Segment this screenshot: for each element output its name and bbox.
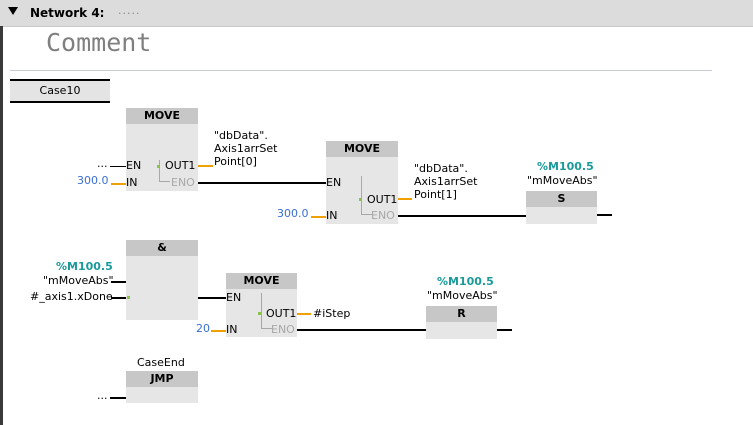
move-block-1-eno-connector: [159, 160, 170, 182]
move-block-2-in-value[interactable]: 300.0: [277, 207, 309, 220]
wire-move1-eno-to-move2-en: [198, 182, 326, 184]
move-block-1-out-tag-3[interactable]: Point[0]: [214, 155, 257, 168]
move-block-1-out1-pin: OUT1: [165, 159, 196, 172]
move-block-2-out1-pin: OUT1: [367, 193, 398, 206]
wire-and-in1: [111, 281, 126, 283]
and-input1-name[interactable]: "mMoveAbs": [43, 274, 114, 287]
move-block-2-eno-pin: ENO: [371, 209, 395, 222]
and-input2-name[interactable]: #_axis1.xDone: [30, 290, 113, 303]
wire-move3-in: [211, 330, 226, 332]
wire-move3-eno-to-reset: [297, 329, 426, 331]
move-block-3-out1-pin: OUT1: [266, 307, 297, 320]
move-block-1-in-pin: IN: [126, 176, 138, 189]
wire-move2-eno-to-set: [398, 215, 526, 217]
reset-coil-type: R: [426, 306, 497, 322]
wire-move3-out1: [297, 313, 311, 315]
set-coil-box[interactable]: S: [526, 191, 597, 224]
reset-coil-name[interactable]: "mMoveAbs": [427, 289, 498, 302]
move-block-3-en-pin: EN: [226, 291, 242, 304]
move-block-1-out-tag-1[interactable]: "dbData".: [214, 129, 268, 142]
move-block-1-out-tag-2[interactable]: Axis1arrSet: [214, 142, 278, 155]
and-block[interactable]: &: [126, 240, 198, 320]
reset-coil-address[interactable]: %M100.5: [437, 275, 494, 288]
move-block-3-eno-pin: ENO: [271, 323, 295, 336]
wire-move2-out1: [398, 198, 412, 200]
network-left-bar: [0, 26, 3, 425]
jump-label-case10[interactable]: Case10: [10, 79, 110, 103]
move-block-3-out-tag[interactable]: #iStep: [313, 307, 351, 320]
move-block-1-en-pin: EN: [126, 159, 142, 172]
move-block-1-title: MOVE: [126, 108, 198, 124]
comment-separator: [10, 70, 712, 71]
set-coil-type: S: [526, 191, 597, 207]
move-block-1-negation-dot: [157, 165, 160, 168]
wire-move1-en: [110, 166, 126, 167]
move-block-2-out-tag-1[interactable]: "dbData".: [414, 162, 468, 175]
move-block-1-in-value[interactable]: 300.0: [77, 174, 109, 187]
jmp-block[interactable]: JMP: [126, 371, 198, 403]
wire-move1-out1: [198, 165, 213, 167]
move-block-2-out-tag-2[interactable]: Axis1arrSet: [414, 175, 478, 188]
move-block-2-eno-connector: [361, 176, 372, 215]
wire-move1-in: [111, 183, 126, 185]
set-coil-name[interactable]: "mMoveAbs": [527, 174, 598, 187]
network-title: Network 4:: [30, 6, 105, 20]
move-block-3[interactable]: MOVE EN IN OUT1 ENO: [226, 273, 297, 337]
move-block-2-in-pin: IN: [326, 209, 338, 222]
move-block-3-in-pin: IN: [226, 323, 238, 336]
move-block-2[interactable]: MOVE EN IN OUT1 ENO: [326, 141, 398, 224]
move-block-2-negation-dot: [359, 198, 362, 201]
move-block-3-eno-connector: [261, 293, 272, 329]
move-block-3-in-value[interactable]: 20: [196, 322, 210, 335]
network-title-dots[interactable]: .....: [118, 4, 141, 17]
reset-coil-box[interactable]: R: [426, 306, 497, 339]
wire-reset-out: [497, 329, 512, 331]
move-block-3-title: MOVE: [226, 273, 297, 289]
wire-jmp-in: [110, 397, 126, 399]
network-header[interactable]: Network 4: .....: [0, 0, 753, 27]
and-input1-address[interactable]: %M100.5: [56, 260, 113, 273]
move-block-3-negation-dot: [258, 312, 261, 315]
move-block-1-eno-pin: ENO: [171, 176, 195, 189]
collapse-triangle-icon[interactable]: [8, 7, 18, 15]
wire-set-out: [597, 214, 612, 216]
jmp-target-label[interactable]: CaseEnd: [137, 356, 185, 369]
wire-move2-in: [311, 216, 326, 218]
move-block-2-title: MOVE: [326, 141, 398, 157]
move-block-1[interactable]: MOVE EN IN OUT1 ENO: [126, 108, 198, 191]
jmp-input[interactable]: ...: [97, 389, 108, 402]
move-block-1-en-input[interactable]: ...: [97, 157, 108, 170]
move-block-2-en-pin: EN: [326, 176, 342, 189]
set-coil-address[interactable]: %M100.5: [537, 160, 594, 173]
wire-and-out-to-move3: [198, 297, 226, 299]
jmp-block-title: JMP: [126, 371, 198, 387]
wire-and-in2: [111, 297, 126, 299]
network-comment[interactable]: Comment: [46, 28, 152, 57]
and-block-title: &: [126, 240, 198, 256]
and-block-negation-dot: [127, 296, 130, 299]
move-block-2-out-tag-3[interactable]: Point[1]: [414, 188, 457, 201]
